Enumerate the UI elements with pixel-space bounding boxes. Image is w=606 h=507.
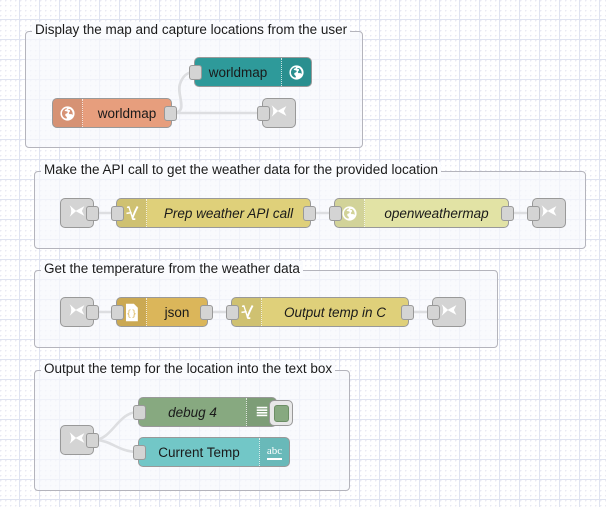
node-output-port[interactable]: [303, 206, 316, 221]
globe-icon: [53, 99, 83, 127]
node-link-out-3[interactable]: [427, 297, 466, 327]
node-label: worldmap: [208, 64, 268, 80]
node-openweathermap[interactable]: openweathermap: [329, 198, 514, 228]
node-function-prep-weather[interactable]: Prep weather API call: [111, 198, 316, 228]
node-output-port[interactable]: [401, 305, 414, 320]
node-output-port[interactable]: [86, 305, 99, 320]
node-input-port[interactable]: [257, 106, 270, 121]
svg-text:{}: {}: [126, 309, 136, 319]
abc-icon-text: abc: [266, 445, 283, 460]
node-input-port[interactable]: [133, 445, 146, 460]
node-link-out-2[interactable]: [527, 198, 566, 228]
node-input-port[interactable]: [226, 305, 239, 320]
node-output-port[interactable]: [501, 206, 514, 221]
node-ui-text-current-temp[interactable]: Current Temp abc: [133, 437, 290, 467]
abc-icon: abc: [259, 438, 289, 466]
group-title: Display the map and capture locations fr…: [32, 22, 351, 38]
debug-toggle-indicator: [273, 404, 289, 422]
node-worldmap-in[interactable]: worldmap: [52, 98, 177, 128]
node-input-port[interactable]: [133, 405, 146, 420]
node-label: debug 4: [168, 404, 217, 420]
node-json[interactable]: {} json: [111, 297, 213, 327]
link-out-icon: [439, 301, 459, 324]
node-label: openweathermap: [384, 205, 489, 221]
node-input-port[interactable]: [189, 65, 202, 80]
debug-toggle-button[interactable]: [269, 400, 293, 426]
node-label: Prep weather API call: [163, 205, 294, 221]
json-braces-icon: {}: [117, 298, 147, 326]
link-in-icon: [67, 429, 87, 452]
group-title: Make the API call to get the weather dat…: [41, 162, 441, 178]
function-icon: [232, 298, 262, 326]
node-debug[interactable]: debug 4: [133, 397, 293, 427]
node-output-port[interactable]: [86, 206, 99, 221]
group-display-map[interactable]: Display the map and capture locations fr…: [25, 22, 363, 148]
node-label: json: [164, 304, 190, 320]
node-input-port[interactable]: [427, 305, 440, 320]
node-output-port[interactable]: [200, 305, 213, 320]
node-input-port[interactable]: [111, 206, 124, 221]
link-out-icon: [539, 202, 559, 225]
node-link-out-1[interactable]: [257, 98, 296, 128]
globe-icon: [281, 58, 311, 86]
link-out-icon: [269, 102, 289, 125]
node-function-output-temp[interactable]: Output temp in C: [226, 297, 414, 327]
node-output-port[interactable]: [164, 106, 177, 121]
group-title: Output the temp for the location into th…: [41, 361, 336, 377]
link-in-icon: [67, 301, 87, 324]
node-link-in-2[interactable]: [60, 198, 99, 228]
group-title: Get the temperature from the weather dat…: [41, 261, 303, 277]
node-worldmap-out[interactable]: worldmap: [189, 57, 312, 87]
node-label: Output temp in C: [283, 304, 387, 320]
link-in-icon: [67, 202, 87, 225]
node-link-in-4[interactable]: [60, 425, 99, 455]
node-output-port[interactable]: [86, 433, 99, 448]
node-label: worldmap: [97, 105, 157, 121]
node-link-in-3[interactable]: [60, 297, 99, 327]
node-input-port[interactable]: [527, 206, 540, 221]
node-input-port[interactable]: [329, 206, 342, 221]
node-label: Current Temp: [158, 444, 240, 460]
node-input-port[interactable]: [111, 305, 124, 320]
